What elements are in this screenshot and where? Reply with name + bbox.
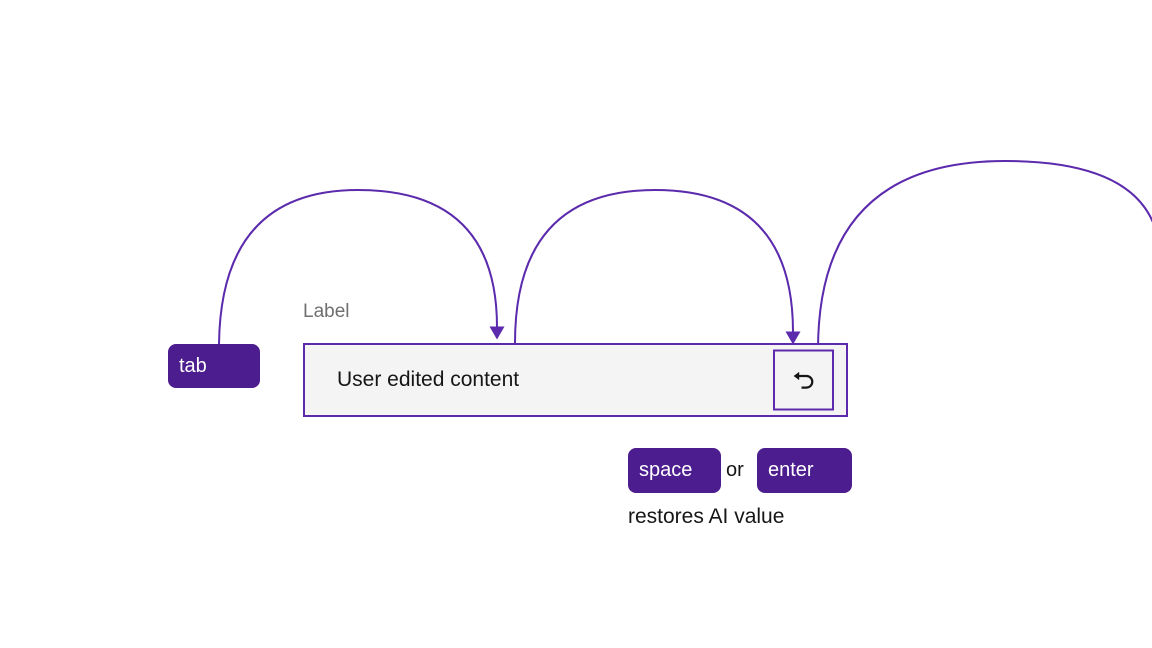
key-enter: enter — [757, 448, 852, 493]
caption-restores-ai-value: restores AI value — [628, 505, 785, 528]
arrowhead-tab-to-field — [489, 326, 505, 340]
key-space: space — [628, 448, 721, 493]
or-text: or — [726, 459, 744, 481]
undo-arrow-icon — [793, 371, 813, 389]
arc-tab-to-field — [218, 188, 498, 345]
field-label: Label — [303, 301, 350, 322]
key-tab: tab — [168, 344, 260, 388]
arc-field-to-revert — [514, 188, 794, 344]
text-input[interactable]: User edited content — [303, 343, 848, 417]
arc-revert-to-offscreen — [817, 159, 1152, 351]
revert-button[interactable] — [773, 349, 834, 411]
text-input-value: User edited content — [337, 368, 520, 391]
